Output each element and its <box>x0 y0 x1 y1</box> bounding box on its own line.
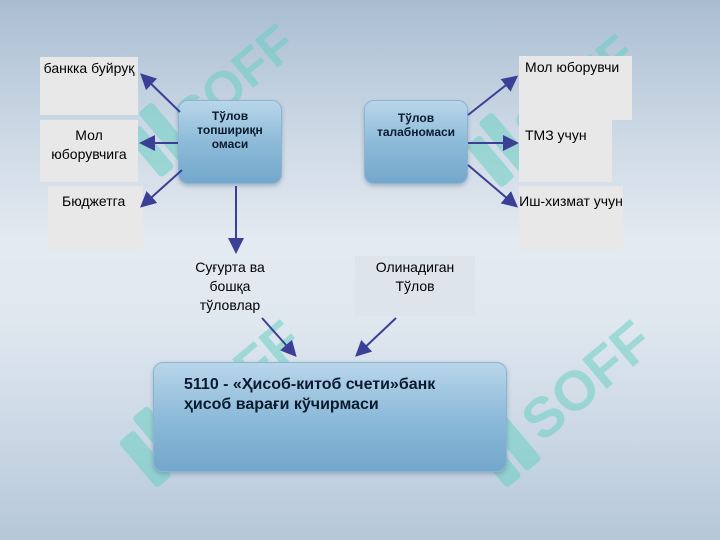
arrow-to-bank-statement-left <box>261 317 297 357</box>
payment-request-box: Тўлов талабномаси <box>364 100 468 184</box>
label-bank-order: банкка буйруқ <box>40 57 138 115</box>
label-works-services: Иш-хизмат учун <box>519 186 623 250</box>
payment-order-box: Тўлов топшириқн омаси <box>178 100 282 184</box>
label-to-budget: Бюджетга <box>48 186 143 250</box>
arrow-to-bank-order <box>140 73 181 113</box>
arrow-to-bank-statement-right <box>355 317 397 357</box>
label-to-supplier: Мол юборувчига <box>40 120 138 182</box>
arrow-to-works <box>467 164 519 208</box>
arrow-to-budget <box>140 169 183 208</box>
bank-statement-box: 5110 - «Ҳисоб-китоб счети»банк ҳисоб вар… <box>153 362 507 472</box>
arrow-to-supplier-right <box>467 75 519 116</box>
label-supplier: Мол юборувчи <box>519 56 632 120</box>
label-inventory: ТМЗ учун <box>519 120 612 182</box>
label-receivable-payment: Олинадиган Тўлов <box>355 256 475 316</box>
label-insurance-other: Суғурта ва бошқа тўловлар <box>195 259 265 313</box>
